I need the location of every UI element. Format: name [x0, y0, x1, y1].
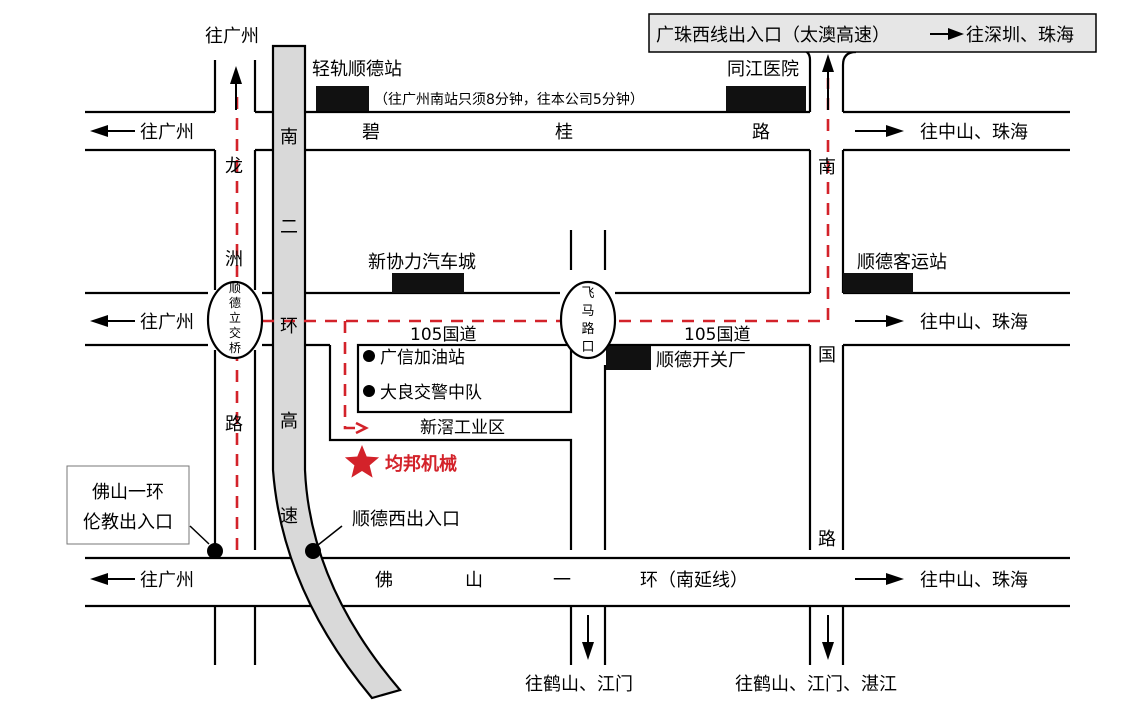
- guodao-label-right: 105国道: [684, 325, 750, 345]
- direction-north-left: 往广州: [205, 26, 259, 47]
- direction-west-2: 往广州: [140, 312, 194, 333]
- route-arrowhead: [355, 421, 369, 435]
- shunde-interchange-label-3: 立: [229, 310, 241, 325]
- longzhou-road-label-3: 路: [225, 414, 243, 435]
- direction-west-1: 往广州: [140, 122, 194, 143]
- shunde-switch-factory-block: [606, 346, 651, 370]
- red-star-icon: [344, 445, 380, 478]
- bigui-road-label-2: 桂: [555, 122, 573, 143]
- direction-south-left: 往鹤山、江门: [525, 674, 633, 695]
- foshan-ring-label-1: 佛: [375, 570, 393, 591]
- target-company-label: 均邦机械: [385, 453, 457, 475]
- shunde-interchange-label-4: 交: [229, 325, 241, 340]
- direction-arrows: [90, 54, 904, 660]
- expressway-label-1: 南: [280, 127, 298, 148]
- nanguo-road-label-2: 国: [818, 345, 836, 366]
- police-dot-icon: [363, 385, 375, 397]
- tongjiang-hospital-block: [726, 86, 806, 111]
- direction-east-2: 往中山、珠海: [920, 312, 1028, 333]
- expressway-label-5: 速: [280, 506, 298, 527]
- shunde-west-exit-label: 顺德西出入口: [352, 509, 460, 530]
- nan-er-huan-expressway: [271, 44, 402, 700]
- light-rail-station-label: 轻轨顺德站: [312, 59, 402, 80]
- direction-east-3: 往中山、珠海: [920, 570, 1028, 591]
- feima-label-3: 路: [581, 321, 594, 337]
- feima-label-2: 马: [581, 304, 594, 319]
- feima-label-1: 飞: [581, 286, 594, 301]
- longzhou-road-label-1: 龙: [225, 156, 243, 177]
- nanguo-road-label-1: 南: [818, 157, 836, 178]
- nanguo-road-label-3: 路: [818, 529, 836, 550]
- direction-east-1: 往中山、珠海: [920, 122, 1028, 143]
- bigui-road-label-1: 碧: [362, 122, 380, 143]
- expressway-label-3: 环: [280, 316, 298, 337]
- direction-west-3: 往广州: [140, 570, 194, 591]
- daliang-police-label: 大良交警中队: [380, 383, 482, 403]
- shunde-switch-factory-label: 顺德开关厂: [656, 350, 746, 371]
- highway-banner-text: 广珠西线出入口（太澳高速）: [656, 25, 890, 46]
- light-rail-station-block: [316, 86, 369, 111]
- lunjiao-exit-leader: [189, 525, 210, 545]
- foshan-ring-label-3: 一: [553, 570, 571, 591]
- longzhou-road-label-2: 洲: [225, 249, 243, 270]
- feima-junction-oval: [559, 280, 617, 360]
- route-path: [235, 78, 830, 550]
- highway-banner: [648, 13, 1097, 53]
- bigui-road-label-3: 路: [752, 122, 770, 143]
- guangxin-gas-station-label: 广信加油站: [380, 348, 465, 368]
- shunde-interchange-label-5: 桥: [229, 341, 241, 355]
- expressway-label-2: 二: [280, 217, 298, 238]
- expressway-label-4: 高: [280, 411, 298, 432]
- xinxieli-auto-label: 新协力汽车城: [368, 252, 476, 273]
- shunde-interchange-oval: [206, 280, 264, 360]
- feima-label-4: 口: [581, 340, 594, 355]
- tongjiang-hospital-label: 同江医院: [727, 59, 799, 80]
- shunde-west-exit-leader: [317, 525, 343, 546]
- shunde-bus-station-label: 顺德客运站: [857, 252, 947, 273]
- shunde-west-exit-dot-icon: [305, 543, 321, 559]
- foshan-exit-label-2: 伦教出入口: [83, 512, 173, 533]
- foshan-exit-label-1: 佛山一环: [92, 482, 164, 503]
- guodao-label-left: 105国道: [410, 325, 476, 345]
- xinxieli-auto-block: [392, 273, 464, 293]
- direction-north-right: 往深圳、珠海: [966, 25, 1074, 46]
- shunde-interchange-label-1: 顺: [229, 281, 241, 295]
- light-rail-note: （往广州南站只须8分钟，往本公司5分钟）: [374, 91, 644, 108]
- foshan-exit-box: [66, 465, 190, 545]
- lunjiao-exit-dot-icon: [207, 543, 223, 559]
- xinyong-industrial-label: 新滘工业区: [420, 418, 505, 438]
- direction-south-right: 往鹤山、江门、湛江: [735, 674, 897, 695]
- gas-station-dot-icon: [363, 350, 375, 362]
- shunde-interchange-label-2: 德: [229, 295, 241, 310]
- foshan-ring-label-2: 山: [465, 570, 483, 591]
- banner-arrow-icon: [948, 28, 964, 40]
- shunde-bus-station-block: [843, 273, 913, 293]
- foshan-ring-label-4: 环（南延线）: [640, 570, 748, 591]
